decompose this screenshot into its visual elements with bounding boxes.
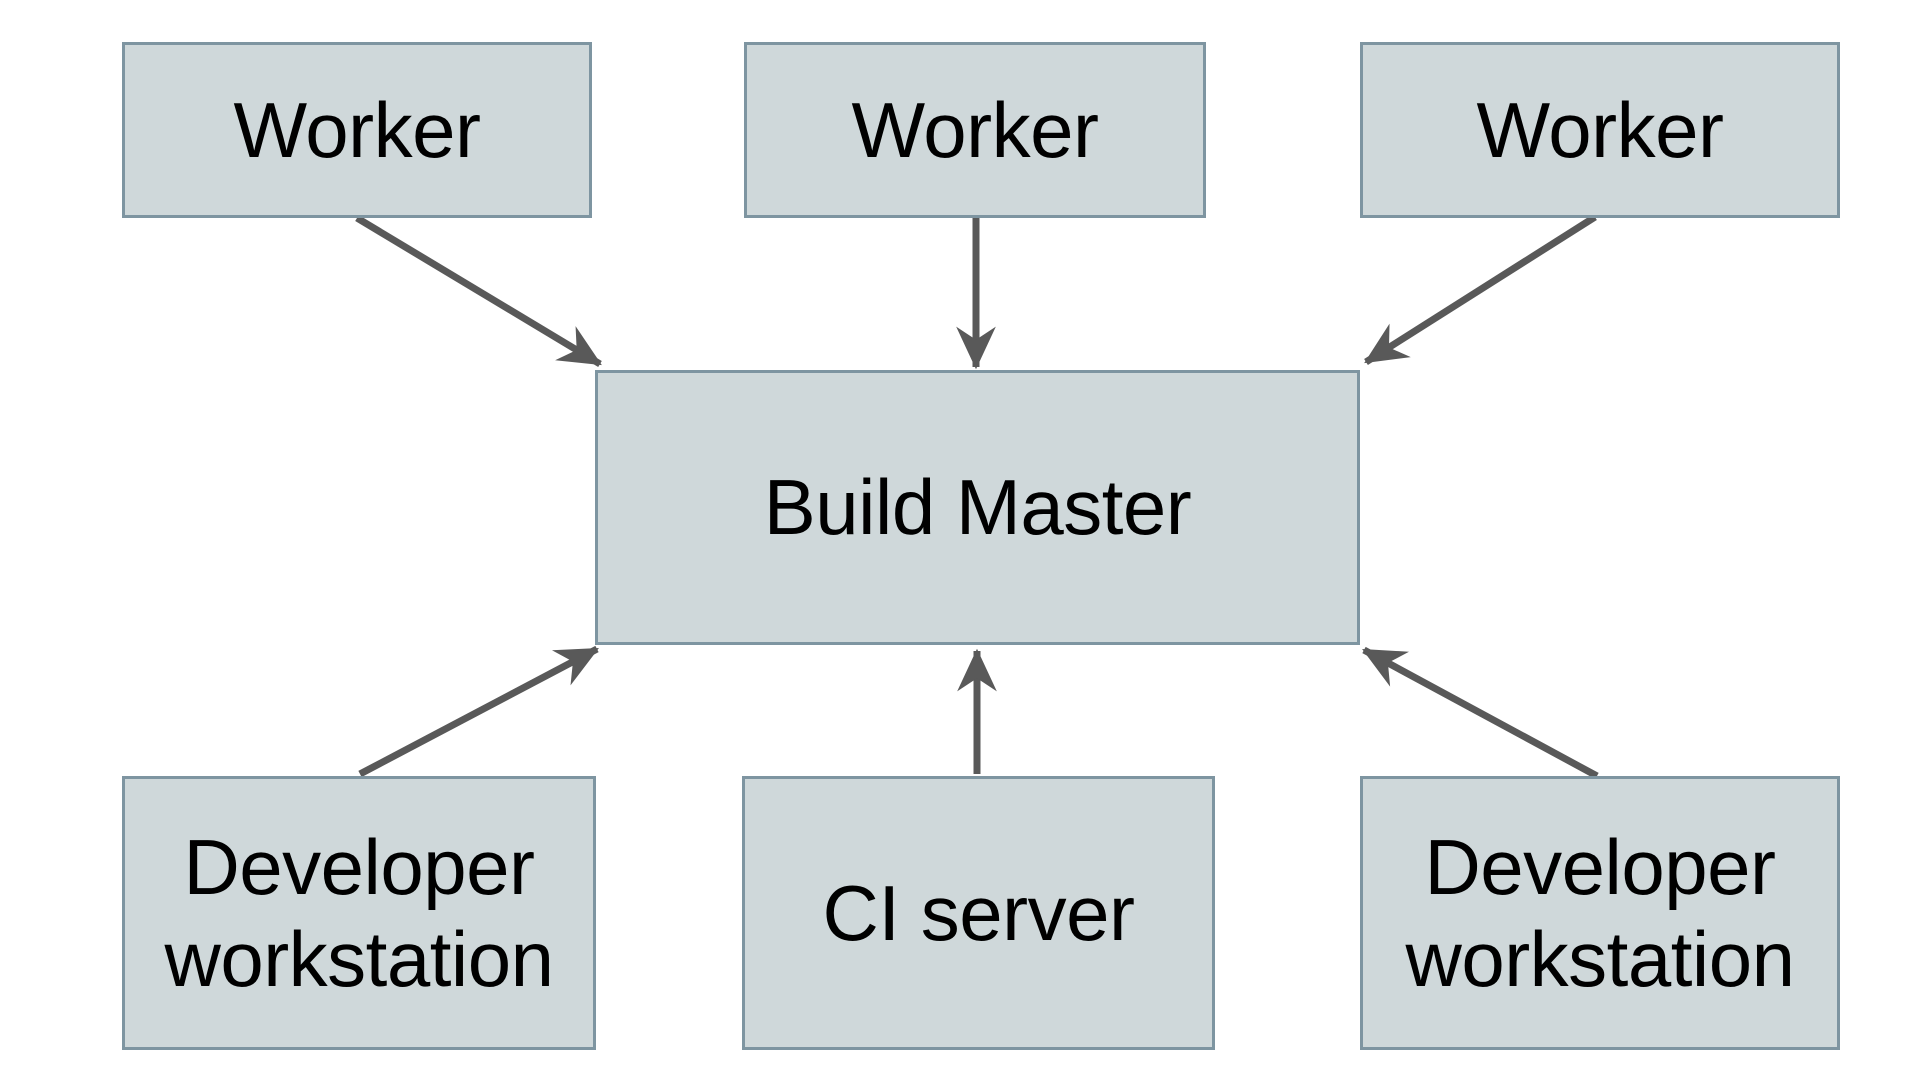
edge-dev-ws-right-to-build-master bbox=[1362, 646, 1599, 780]
node-worker-3: Worker bbox=[1360, 42, 1840, 218]
edge-worker-1-to-build-master bbox=[355, 214, 602, 368]
edge-dev-ws-left-to-build-master bbox=[358, 645, 599, 778]
node-worker-2-label: Worker bbox=[851, 85, 1099, 174]
node-worker-2: Worker bbox=[744, 42, 1206, 218]
node-worker-3-label: Worker bbox=[1476, 85, 1724, 174]
node-ci-server: CI server bbox=[742, 776, 1215, 1050]
node-worker-1-label: Worker bbox=[233, 85, 481, 174]
edge-worker-3-to-build-master bbox=[1364, 214, 1597, 365]
node-developer-workstation-right: Developer workstation bbox=[1360, 776, 1840, 1050]
node-developer-workstation-left: Developer workstation bbox=[122, 776, 596, 1050]
node-ci-server-label: CI server bbox=[822, 868, 1135, 957]
node-worker-1: Worker bbox=[122, 42, 592, 218]
node-build-master-label: Build Master bbox=[763, 463, 1192, 552]
node-developer-workstation-left-label: Developer workstation bbox=[164, 822, 555, 1003]
node-developer-workstation-right-label: Developer workstation bbox=[1405, 822, 1796, 1003]
node-build-master: Build Master bbox=[595, 370, 1360, 645]
